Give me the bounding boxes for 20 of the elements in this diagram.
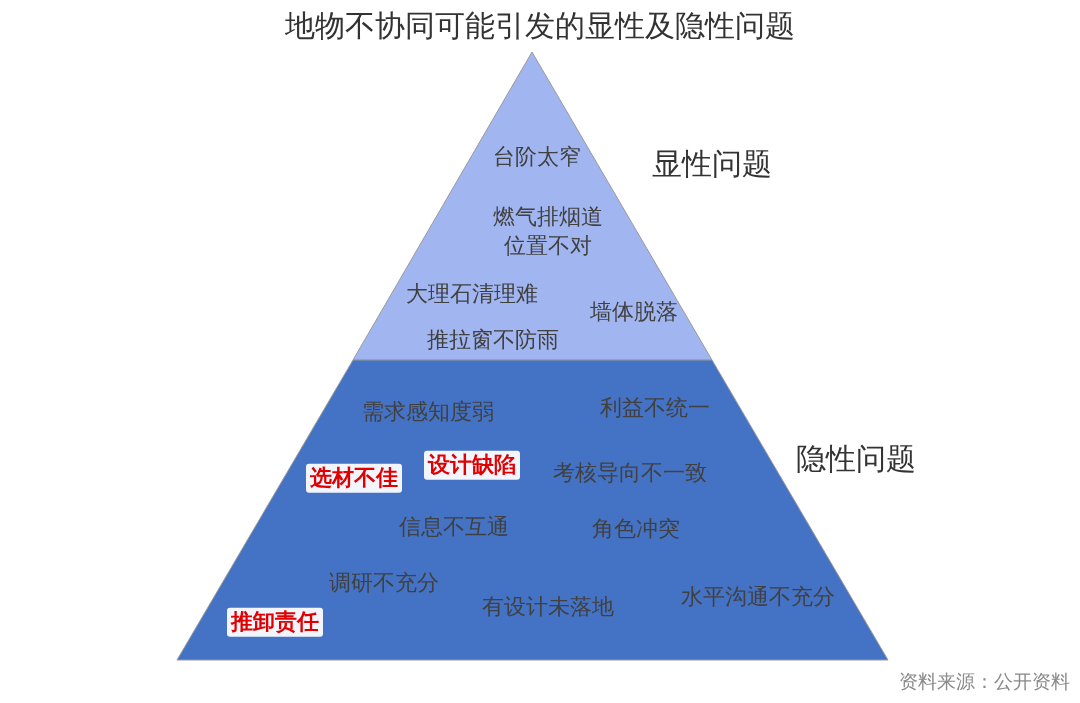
issue-text: 墙体脱落 xyxy=(590,297,678,326)
issue-text: 利益不统一 xyxy=(600,393,710,422)
source-note: 资料来源：公开资料 xyxy=(899,669,1070,694)
highlighted-issue-text: 推卸责任 xyxy=(227,607,323,637)
issue-text: 燃气排烟道位置不对 xyxy=(492,203,604,260)
issue-text: 调研不充分 xyxy=(329,568,439,597)
issue-text: 信息不互通 xyxy=(399,512,509,541)
issue-text: 大理石清理难 xyxy=(406,279,538,308)
issue-text: 需求感知度弱 xyxy=(362,397,494,426)
highlighted-issue-text: 选材不佳 xyxy=(306,463,402,493)
issue-text: 推拉窗不防雨 xyxy=(427,325,559,354)
issue-text: 角色冲突 xyxy=(592,514,680,543)
level-heading: 隐性问题 xyxy=(796,439,916,478)
issue-text: 有设计未落地 xyxy=(482,592,614,621)
issue-text: 水平沟通不充分 xyxy=(681,582,835,611)
issue-text: 台阶太窄 xyxy=(493,142,581,171)
highlighted-issue-text: 设计缺陷 xyxy=(424,450,520,480)
diagram-title: 地物不协同可能引发的显性及隐性问题 xyxy=(285,7,795,45)
level-heading: 显性问题 xyxy=(652,144,772,183)
issue-text: 考核导向不一致 xyxy=(553,458,707,487)
